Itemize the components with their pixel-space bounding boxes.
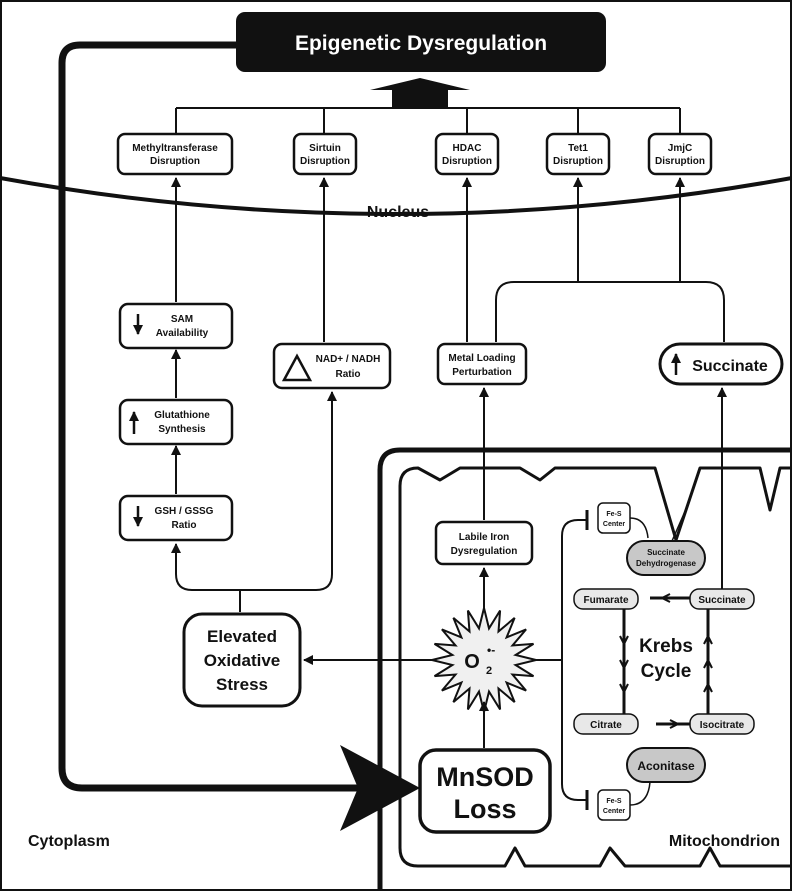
node-succinate-dehydrogenase: Succinate Dehydrogenase [626,540,706,576]
svg-text:Center: Center [603,521,625,528]
node-jmjc-disruption: JmjC Disruption [647,132,713,176]
cytoplasm-label: Cytoplasm [28,833,110,850]
delta-icon [281,353,313,382]
node-aconitase: Aconitase [626,747,706,783]
nuclear-envelope [0,176,792,216]
svg-text:Center: Center [603,808,625,815]
svg-text:Citrate: Citrate [590,720,622,731]
svg-text:Disruption: Disruption [300,156,350,167]
svg-text:Fe-S: Fe-S [606,798,622,805]
mitochondrion-label: Mitochondrion [669,833,780,850]
svg-text:Dysregulation: Dysregulation [451,546,518,557]
svg-text:Disruption: Disruption [655,156,705,167]
nucleus-label: Nucleus [367,204,429,221]
chevron-down-icon [619,635,629,647]
mitochondrion-inner-membrane [398,466,792,868]
connector-fes-aconitase [629,781,651,806]
svg-text:Succinate: Succinate [647,548,685,557]
superoxide-label: O [464,651,480,673]
svg-text:Elevated: Elevated [207,627,277,646]
node-krebs-succinate: Succinate [689,588,755,610]
mitochondrion-outer-membrane [377,447,792,891]
feedback-loop-line [58,41,360,792]
svg-text:Dehydrogenase: Dehydrogenase [636,559,697,568]
svg-text:Aconitase: Aconitase [637,759,695,773]
title-text: Epigenetic Dysregulation [295,32,547,55]
connector-sdh-membrane [671,499,691,542]
svg-text:NAD+ / NADH: NAD+ / NADH [316,354,381,365]
chevron-down-icon [619,659,629,671]
svg-text:GSH / GSSG: GSH / GSSG [155,506,214,517]
chevron-up-icon [703,657,713,669]
node-hdac-disruption: HDAC Disruption [434,132,500,176]
svg-text:Loss: Loss [453,794,516,824]
fes-center-bottom: Fe-S Center [597,789,631,821]
svg-text:MnSOD: MnSOD [436,762,534,792]
svg-text:Disruption: Disruption [150,156,200,167]
svg-text:Methyltransferase: Methyltransferase [132,143,218,154]
svg-text:Disruption: Disruption [442,156,492,167]
svg-text:Labile Iron: Labile Iron [459,532,510,543]
svg-text:Perturbation: Perturbation [452,367,511,378]
svg-text:Sirtuin: Sirtuin [309,143,341,154]
svg-text:Ratio: Ratio [336,369,361,380]
svg-text:Availability: Availability [156,328,209,339]
svg-text:Stress: Stress [216,675,268,694]
inhibition-bracket [561,519,586,801]
node-mnsod-loss: MnSOD Loss [418,748,552,834]
title-bar [236,12,606,72]
svg-text:•-: •- [487,643,495,657]
node-isocitrate: Isocitrate [689,713,755,735]
krebs-cycle-label-2: Cycle [641,661,692,682]
node-succinate: Succinate [658,342,784,386]
node-tet1-disruption: Tet1 Disruption [545,132,611,176]
svg-text:Oxidative: Oxidative [204,651,281,670]
svg-text:Succinate: Succinate [692,358,768,375]
fes-center-top: Fe-S Center [597,502,631,534]
svg-text:Disruption: Disruption [553,156,603,167]
chevron-right-icon [669,719,681,729]
connector-fes-sdh [629,517,649,539]
svg-text:Succinate: Succinate [698,595,746,606]
title-up-arrow [370,78,470,108]
svg-text:Tet1: Tet1 [568,143,588,154]
node-fumarate: Fumarate [573,588,639,610]
node-metal-loading-perturbation: Metal Loading Perturbation [436,342,528,386]
svg-text:SAM: SAM [171,314,193,325]
superoxide-star: O 2 •- [431,607,537,713]
node-gsh-gssg-ratio: GSH / GSSG Ratio [118,494,234,542]
node-elevated-oxidative-stress: Elevated Oxidative Stress [182,612,302,708]
arrow-stress-to-nad [240,391,337,591]
chevron-down-icon [619,683,629,695]
arrow-stress-to-gsh [171,543,241,612]
feedback-arrowhead [340,745,420,831]
bracket-metal-succinate [495,281,725,342]
svg-text:HDAC: HDAC [453,143,482,154]
chevron-left-icon [659,593,671,603]
svg-text:Synthesis: Synthesis [158,424,206,435]
svg-text:Glutathione: Glutathione [154,410,210,421]
chevron-up-icon [703,633,713,645]
svg-text:Fe-S: Fe-S [606,511,622,518]
node-citrate: Citrate [573,713,639,735]
chevron-up-icon [703,681,713,693]
svg-text:Ratio: Ratio [172,520,197,531]
node-glutathione-synthesis: Glutathione Synthesis [118,398,234,446]
svg-text:JmjC: JmjC [668,143,692,154]
svg-text:2: 2 [486,665,492,677]
krebs-cycle-label-1: Krebs [639,636,693,657]
node-nad-ratio: NAD+ / NADH Ratio [272,342,392,390]
node-methyltransferase-disruption: Methyltransferase Disruption [116,132,234,176]
svg-text:Metal Loading: Metal Loading [448,353,515,364]
svg-text:Isocitrate: Isocitrate [700,720,745,731]
node-sirtuin-disruption: Sirtuin Disruption [292,132,358,176]
node-labile-iron-dysregulation: Labile Iron Dysregulation [434,520,534,566]
svg-text:Fumarate: Fumarate [583,595,628,606]
node-sam-availability: SAM Availability [118,302,234,350]
